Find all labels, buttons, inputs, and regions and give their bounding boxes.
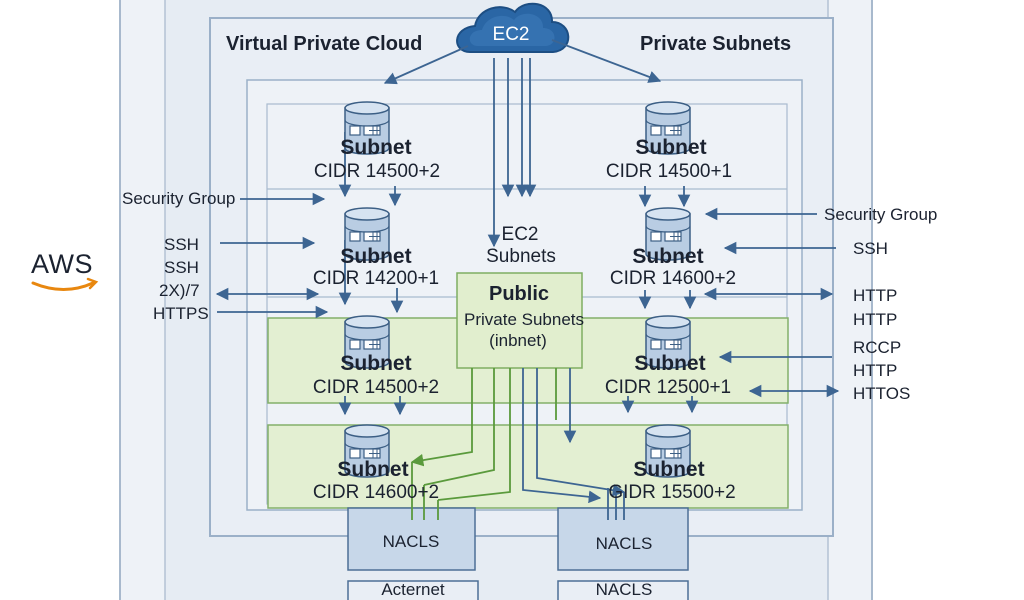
database-icon [645, 315, 691, 369]
right-label-security-group: Security Group [824, 205, 938, 224]
database-icon [344, 101, 390, 155]
left-label-ssh-1: SSH [164, 235, 199, 254]
right-label-httos: HTTOS [853, 384, 911, 403]
center-subnets-label: Subnets [486, 246, 556, 267]
left-label-port: 2X)/7 [159, 281, 200, 300]
database-icon [645, 207, 691, 261]
subnet-left-2-cidr: CIDR 14200+1 [312, 268, 440, 289]
right-label-http-2: HTTP [853, 310, 898, 329]
ec2-cloud-icon [456, 2, 570, 53]
nacl-bottom-label: NACLS [595, 580, 653, 599]
database-icon [645, 101, 691, 155]
public-box-line2: (inbnet) [489, 331, 547, 350]
subnet-left-3-title: Subnet [340, 352, 412, 375]
subnet-left-1-cidr: CIDR 14500+2 [313, 161, 441, 182]
subnet-left-3-cidr: CIDR 14500+2 [312, 377, 440, 398]
left-label-security-group: Security Group [122, 189, 236, 208]
subnet-right-1-title: Subnet [635, 136, 707, 159]
database-icon [344, 315, 390, 369]
subnet-right-4-cidr: GIDR 15500+2 [608, 482, 736, 503]
subnet-left-1-title: Subnet [340, 136, 412, 159]
aws-smile-icon [31, 281, 95, 291]
subnet-right-3-title: Subnet [634, 352, 706, 375]
subnet-right-2-title: Subnet [632, 245, 704, 268]
right-label-rccp: RCCP [853, 338, 902, 357]
subnet-right-1-cidr: CIDR 14500+1 [605, 161, 733, 182]
public-box-line1: Private Subnets [463, 310, 585, 329]
internet-label: Acternet [381, 580, 445, 599]
nacl-left-label: NACLS [382, 532, 440, 551]
right-label-http-3: HTTP [853, 361, 898, 380]
left-label-https: HTTPS [153, 304, 209, 323]
ec2-cloud-label: EC2 [492, 24, 530, 45]
aws-smile-arrow-icon [86, 277, 99, 290]
center-ec2-label: EC2 [501, 224, 539, 245]
subnet-left-4-title: Subnet [337, 458, 409, 481]
aws-logo: AWS [31, 249, 93, 279]
vpc-title: Virtual Private Cloud [226, 33, 423, 55]
left-label-ssh-2: SSH [164, 258, 199, 277]
database-icon [344, 207, 390, 261]
connectors [215, 39, 840, 520]
subnet-right-3-cidr: CIDR 12500+1 [604, 377, 732, 398]
green-connectors [410, 368, 557, 520]
subnet-left-4-cidr: CIDR 14600+2 [312, 482, 440, 503]
right-label-ssh: SSH [853, 239, 888, 258]
right-label-http-1: HTTP [853, 286, 898, 305]
public-subnet-box [456, 272, 583, 369]
nacl-box-right [557, 507, 689, 571]
subnet-right-2-cidr: CIDR 14600+2 [609, 268, 737, 289]
public-box-title: Public [488, 283, 550, 305]
private-subnets-title: Private Subnets [640, 33, 792, 55]
nacl-right-label: NACLS [595, 534, 653, 553]
subnet-right-4-title: Subnet [633, 458, 705, 481]
database-icon [645, 424, 691, 478]
subnet-left-2-title: Subnet [340, 245, 412, 268]
database-icon [344, 424, 390, 478]
internet-box [347, 580, 479, 600]
nacl-box-bottom [557, 580, 689, 600]
